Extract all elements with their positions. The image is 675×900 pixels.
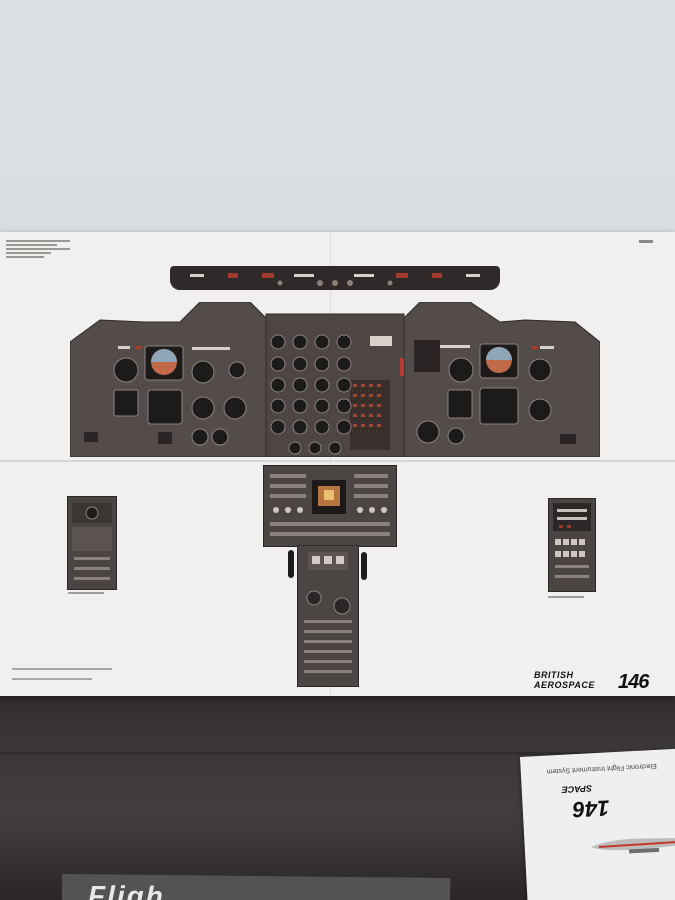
poster-sheet-number <box>639 240 653 243</box>
brand-line-2: AEROSPACE <box>534 680 595 690</box>
right-side-console <box>548 498 596 592</box>
left-console-caption <box>68 592 104 594</box>
booklet-subtitle: Electronic Flight Instrument System <box>546 761 657 775</box>
left-side-console <box>67 496 117 590</box>
poster-fold-horizontal <box>0 460 675 462</box>
poster-brand-logo: BRITISH AEROSPACE 146 <box>534 670 664 693</box>
poster-key-text <box>6 238 70 260</box>
booklet-aircraft-image <box>590 837 675 854</box>
right-console-caption <box>548 596 584 598</box>
sofa-seam <box>0 752 675 755</box>
booklet-brand: SPACE <box>561 783 593 795</box>
brochure-booklet: Electronic Flight Instrument System SPAC… <box>520 748 675 900</box>
center-pedestal-upper <box>263 465 397 547</box>
main-instrument-panel <box>70 302 600 457</box>
brand-model: 146 <box>618 671 649 693</box>
brand-line-1: BRITISH <box>534 670 574 680</box>
glareshield-panel <box>170 266 500 290</box>
magazine-cover: Fligh <box>61 873 451 900</box>
booklet-model: 146 <box>572 795 611 823</box>
center-pedestal-lower <box>297 545 359 687</box>
throttle-lever-right <box>361 552 367 580</box>
poster-fold-vertical <box>330 232 331 696</box>
throttle-lever-left <box>288 550 294 578</box>
poster-footnote-1 <box>12 668 112 670</box>
poster-footnote-2 <box>12 678 92 680</box>
magazine-masthead: Fligh <box>87 880 166 900</box>
